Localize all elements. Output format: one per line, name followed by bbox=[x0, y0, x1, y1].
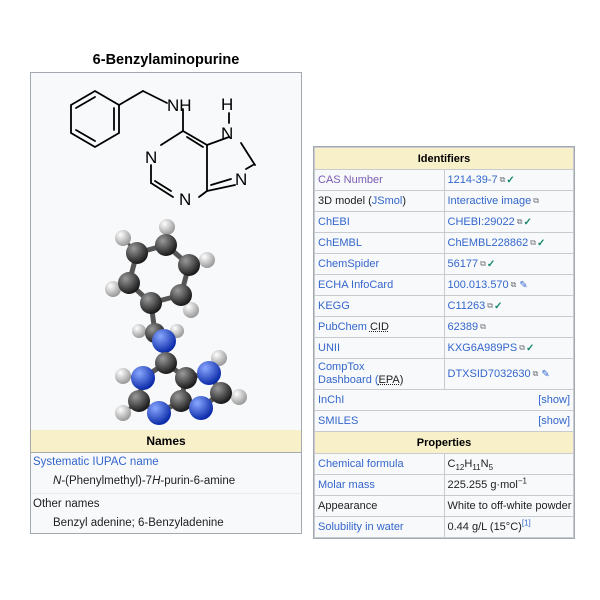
names-section-header: Names bbox=[31, 430, 301, 453]
cas-number-value-link[interactable]: 1214-39-7 bbox=[447, 174, 498, 186]
comptox-value-link[interactable]: DTXSID7032630 bbox=[447, 368, 531, 380]
comptox-link[interactable]: CompTox bbox=[318, 361, 365, 373]
property-row-molar-mass: Molar mass 225.255 g·mol−1 bbox=[314, 474, 574, 496]
identifier-row-pubchem: PubChem CID 62389⧉ bbox=[314, 316, 574, 338]
identifiers-header: Identifiers bbox=[314, 147, 574, 170]
n7-atom-label: N bbox=[221, 124, 233, 143]
identifier-row-kegg: KEGG C11263⧉✓ bbox=[314, 295, 574, 317]
verified-check-icon[interactable]: ✓ bbox=[536, 238, 546, 249]
identifier-row-3d-model: 3D model (JSmol) Interactive image⧉ bbox=[314, 190, 574, 212]
echa-infocard-link[interactable]: ECHA InfoCard bbox=[318, 279, 394, 291]
unii-value-link[interactable]: KXG6A989PS bbox=[447, 342, 518, 354]
external-link-icon: ⧉ bbox=[499, 175, 506, 184]
inchi-show-toggle[interactable]: [show] bbox=[538, 394, 570, 406]
chebi-value-link[interactable]: CHEBI:29022 bbox=[447, 216, 515, 228]
inchi-link[interactable]: InChI bbox=[318, 394, 345, 406]
cas-number-link[interactable]: CAS Number bbox=[318, 174, 383, 186]
solubility-link[interactable]: Solubility in water bbox=[318, 521, 404, 533]
reference-link[interactable]: [1] bbox=[521, 518, 531, 528]
unii-link[interactable]: UNII bbox=[318, 342, 340, 354]
identifiers-properties-table: Identifiers CAS Number 1214-39-7⧉✓ 3D mo… bbox=[314, 147, 574, 538]
n9-atom-label: N bbox=[235, 170, 247, 189]
external-link-icon: ⧉ bbox=[487, 301, 493, 310]
other-names-value: Benzyl adenine; 6-Benzyladenine bbox=[53, 517, 224, 529]
identifier-row-chemspider: ChemSpider 56177⧉✓ bbox=[314, 253, 574, 275]
verified-check-icon[interactable]: ✓ bbox=[493, 301, 503, 312]
external-link-icon: ⧉ bbox=[516, 217, 523, 226]
n1-atom-label: N bbox=[145, 148, 157, 167]
identifier-row-unii: UNII KXG6A989PS⧉✓ bbox=[314, 337, 574, 359]
epa-abbr: EPA bbox=[378, 374, 400, 386]
chemspider-value-link[interactable]: 56177 bbox=[447, 258, 479, 270]
n3-atom-label: N bbox=[179, 190, 191, 209]
edit-pencil-icon[interactable]: ✎ bbox=[519, 280, 528, 291]
molar-mass-link[interactable]: Molar mass bbox=[318, 479, 375, 491]
identifier-row-chebi: ChEBI CHEBI:29022⧉✓ bbox=[314, 211, 574, 233]
interactive-image-link[interactable]: Interactive image bbox=[447, 195, 532, 207]
solubility-value: 0.44 g/L (15°C) bbox=[447, 521, 522, 533]
verified-check-icon[interactable]: ✓ bbox=[506, 175, 515, 186]
external-link-icon: ⧉ bbox=[480, 259, 486, 268]
chemspider-link[interactable]: ChemSpider bbox=[318, 258, 380, 270]
ball-and-stick-model-image[interactable] bbox=[31, 213, 301, 431]
property-row-chemical-formula: Chemical formula C12H11N5 bbox=[314, 453, 574, 475]
identifier-row-smiles: SMILES [show] bbox=[314, 410, 574, 432]
jsmol-link[interactable]: JSmol bbox=[371, 195, 403, 207]
external-link-icon: ⧉ bbox=[533, 196, 539, 205]
kegg-value-link[interactable]: C11263 bbox=[447, 300, 486, 312]
systematic-iupac-name-value: N-(Phenylmethyl)-7H-purin-6-amine bbox=[31, 475, 301, 494]
external-link-icon: ⧉ bbox=[480, 322, 486, 331]
property-row-appearance: Appearance White to off-white powder bbox=[314, 495, 574, 517]
external-link-icon: ⧉ bbox=[510, 280, 517, 289]
kegg-link[interactable]: KEGG bbox=[318, 300, 350, 312]
property-row-solubility: Solubility in water 0.44 g/L (15°C)[1] bbox=[314, 516, 574, 538]
skeletal-structure-image[interactable]: NH H N N N N bbox=[31, 73, 301, 214]
nh-atom-label: NH bbox=[167, 96, 192, 115]
identifier-row-echa: ECHA InfoCard 100.013.570⧉✎ bbox=[314, 274, 574, 296]
cid-abbr: CID bbox=[369, 321, 389, 333]
chemical-formula-link[interactable]: Chemical formula bbox=[318, 458, 404, 470]
appearance-value: White to off-white powder bbox=[447, 500, 572, 512]
ball-and-stick-svg bbox=[105, 219, 247, 425]
verified-check-icon[interactable]: ✓ bbox=[486, 259, 496, 270]
external-link-icon: ⧉ bbox=[519, 343, 525, 352]
other-names-label: Other names bbox=[33, 498, 100, 510]
systematic-iupac-name-link[interactable]: Systematic IUPAC name bbox=[33, 456, 159, 468]
smiles-show-toggle[interactable]: [show] bbox=[538, 415, 570, 427]
identifier-row-cas: CAS Number 1214-39-7⧉✓ bbox=[314, 169, 574, 191]
chembl-link[interactable]: ChEMBL bbox=[318, 237, 363, 249]
external-link-icon: ⧉ bbox=[532, 369, 539, 378]
echa-value-link[interactable]: 100.013.570 bbox=[447, 279, 509, 291]
identifier-row-chembl: ChEMBL ChEMBL228862⧉✓ bbox=[314, 232, 574, 254]
external-link-icon: ⧉ bbox=[530, 238, 536, 247]
comptox-dashboard-link[interactable]: Dashboard ( bbox=[318, 374, 379, 386]
edit-pencil-icon[interactable]: ✎ bbox=[541, 369, 550, 380]
pubchem-value-link[interactable]: 62389 bbox=[447, 321, 479, 333]
infobox-title: 6-Benzylaminopurine bbox=[92, 52, 240, 68]
chebi-link[interactable]: ChEBI bbox=[318, 216, 350, 228]
left-infobox: NH H N N N N bbox=[30, 72, 302, 534]
pubchem-link[interactable]: PubChem bbox=[318, 321, 370, 333]
verified-check-icon[interactable]: ✓ bbox=[525, 343, 535, 354]
right-infobox: Identifiers CAS Number 1214-39-7⧉✓ 3D mo… bbox=[313, 146, 575, 539]
smiles-link[interactable]: SMILES bbox=[318, 415, 359, 427]
appearance-label: Appearance bbox=[318, 500, 378, 512]
chembl-value-link[interactable]: ChEMBL228862 bbox=[447, 237, 529, 249]
skeletal-structure-svg: NH H N N N N bbox=[70, 89, 256, 209]
h-atom-label: H bbox=[221, 95, 233, 114]
molar-mass-value: 225.255 g·mol−1 bbox=[443, 474, 574, 496]
identifier-row-inchi: InChI [show] bbox=[314, 389, 574, 411]
properties-header: Properties bbox=[314, 431, 574, 454]
verified-check-icon[interactable]: ✓ bbox=[523, 217, 532, 228]
chemical-formula-value: C12H11N5 bbox=[443, 453, 574, 475]
